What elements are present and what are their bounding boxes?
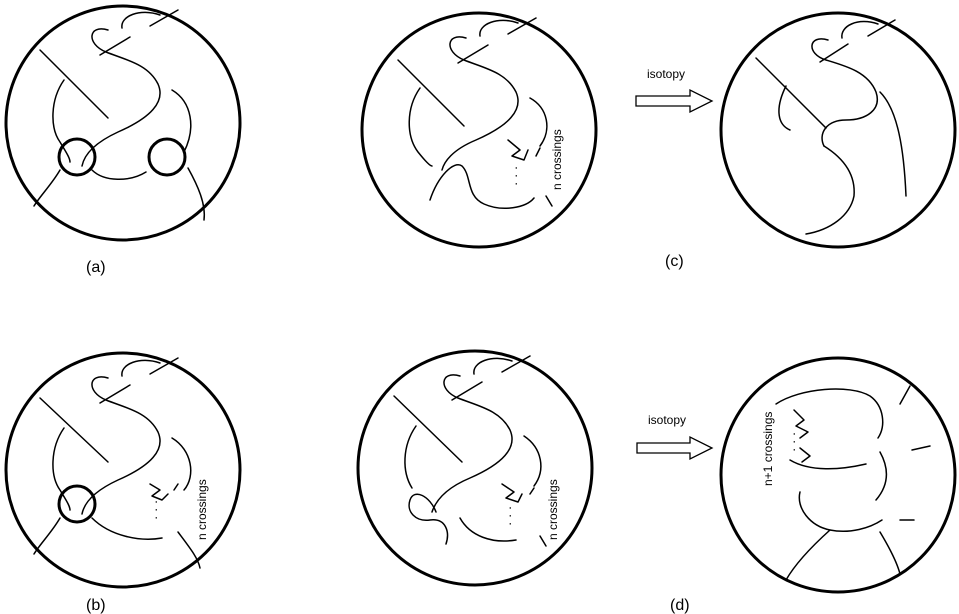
knot-strands-a: [33, 9, 206, 221]
caption-a: (a): [86, 259, 106, 276]
knot-strands-c-right: [755, 19, 907, 235]
crossing-circle-left: [57, 137, 97, 177]
crossing-circle-right: [147, 137, 187, 177]
panel-c-left: · · · n crossings: [360, 11, 598, 249]
disk-b: [4, 351, 242, 589]
disk-d-left: [356, 349, 594, 587]
caption-c: (c): [665, 253, 684, 270]
knot-strands-d-right: [775, 385, 931, 581]
arrow-d: [636, 435, 714, 461]
ellipsis-d-right: · · ·: [786, 432, 801, 452]
arrow-c: [635, 88, 714, 114]
crossings-label-d-result: n+1 crossings: [761, 412, 775, 486]
ellipsis-d-left: · · ·: [502, 506, 517, 526]
crossings-label-b: n crossings: [195, 479, 209, 540]
disk-c-left: [360, 11, 598, 249]
crossings-label-d: n crossings: [546, 479, 560, 540]
isotopy-label-d: isotopy: [648, 413, 686, 427]
panel-c-right: [719, 11, 957, 249]
isotopy-arrow-c: isotopy: [635, 67, 714, 114]
ellipsis-b: · · ·: [148, 500, 163, 520]
isotopy-arrow-d: isotopy: [636, 413, 714, 461]
disk-d-right: [719, 356, 957, 594]
crossing-circle-b: [57, 484, 97, 524]
knot-strands-b: [33, 357, 201, 569]
caption-b: (b): [86, 597, 106, 614]
crossings-label-c: n crossings: [550, 129, 564, 190]
panel-a: (a): [4, 4, 242, 276]
disk-c-right: [719, 11, 957, 249]
caption-d: (d): [670, 597, 690, 614]
isotopy-label-c: isotopy: [647, 67, 685, 81]
disk-a: [4, 4, 242, 242]
ellipsis-c: · · ·: [508, 166, 523, 186]
panel-d-left: · · · n crossings: [356, 349, 594, 587]
knot-strands-d-left: [393, 355, 547, 547]
panel-d-right: · · · n+1 crossings: [719, 356, 957, 594]
knot-strands-c-left: [397, 17, 553, 210]
panel-b: · · · n crossings (b): [4, 351, 242, 614]
